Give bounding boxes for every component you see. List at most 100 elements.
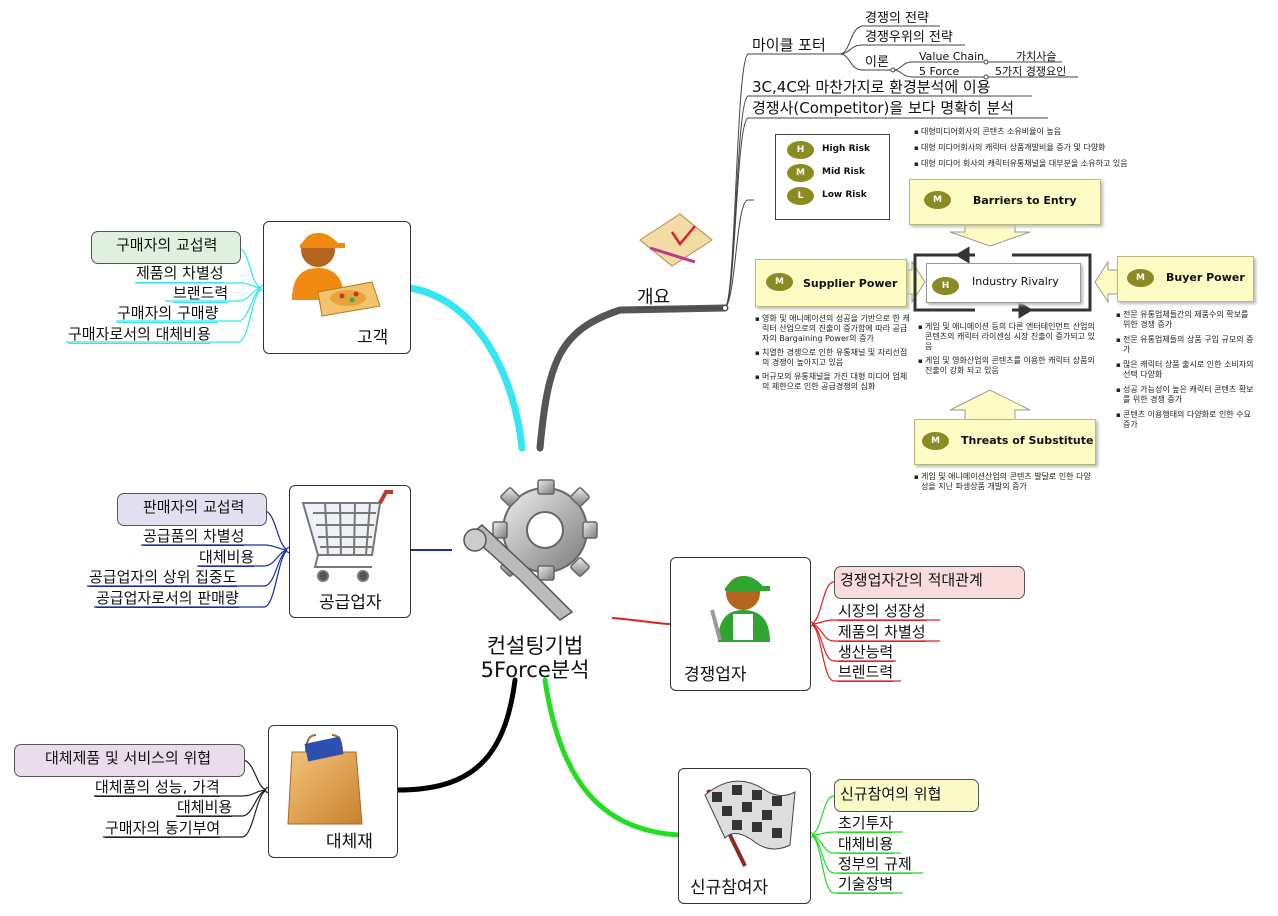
buyer-power-note-1: 전문 유통업체들간의 제품수의 확보를 위한 경쟁 증가: [1116, 310, 1256, 330]
branch-substitute: [395, 677, 518, 793]
overview-porter-item-2[interactable]: 경쟁우위의 전략: [865, 30, 953, 45]
center-title-line1: 컨설팅기법: [486, 634, 584, 658]
overview-theory-item-2-desc[interactable]: 5가지 경쟁요인: [995, 65, 1067, 78]
overview-label[interactable]: 개요: [637, 287, 671, 308]
competitor-item-3[interactable]: 생산능력: [838, 643, 894, 662]
overview-porter[interactable]: 마이클 포터: [752, 36, 826, 54]
supplier-power-badge: M: [766, 273, 793, 291]
supplier-item-1[interactable]: 공급품의 차별성: [143, 527, 245, 546]
supplier-power-notes: 영화 및 애니메이션의 성공을 기반으로 한 캐릭터 산업으로의 진출이 증가함…: [755, 314, 910, 392]
legend-text-mid: Mid Risk: [822, 167, 865, 177]
branch-newentrant: [542, 677, 681, 838]
rivalry-note-1: 게임 및 애니메이션 등의 다른 엔터테인먼트 산업의 콘텐츠의 캐릭터 라이센…: [918, 322, 1096, 352]
supplier-power-note-3: 머규모의 유통채널을 가진 대형 미디어 업체의 제한으로 인한 공급경쟁의 심…: [755, 372, 910, 392]
branch-competitor: [611, 617, 671, 625]
overview-theory-item-1-desc[interactable]: 가치사슬: [1016, 50, 1057, 63]
customer-item-2[interactable]: 브랜드력: [173, 284, 229, 303]
newentrant-label: 신규참여자: [690, 878, 769, 898]
buyer-power-note-4: 성공 가능성이 높은 캐릭터 콘텐츠 확보를 위한 경쟁 증가: [1116, 385, 1256, 405]
overview-theory-item-2-name[interactable]: 5 Force: [919, 65, 960, 78]
supplier-main: 판매자의 교섭력: [143, 498, 245, 516]
shopping-bag-picture: [287, 734, 363, 825]
newentrant-main: 신규참여의 위협: [840, 785, 942, 803]
overview-porter-item-1[interactable]: 경쟁의 전략: [865, 11, 929, 26]
supplier-item-2[interactable]: 대체비용: [199, 548, 255, 567]
customer-main: 구매자의 교섭력: [116, 236, 218, 254]
newentrant-item-1[interactable]: 초기투자: [838, 814, 894, 833]
substitute-connectors: [94, 759, 272, 838]
substitute-main-pill[interactable]: [14, 744, 245, 777]
competitor-connectors: [806, 581, 940, 682]
gear-wrench-picture: [463, 479, 598, 621]
center-title-line2: 5Force분석: [480, 658, 590, 682]
newentrant-item-2[interactable]: 대체비용: [838, 835, 894, 854]
rivalry-notes: 게임 및 애니메이션 등의 다른 엔터테인먼트 산업의 콘텐츠의 캐릭터 라이센…: [918, 322, 1096, 376]
overview-connectors: [636, 25, 1078, 311]
competitor-main-pill[interactable]: [834, 566, 1025, 599]
barriers-title: Barriers to Entry: [973, 194, 1077, 207]
supplier-power-note-2: 치열한 경쟁으로 인한 유통채널 및 자리선점의 경쟁이 높아지고 있음: [755, 348, 910, 368]
clipboard-picture: [639, 213, 713, 267]
customer-item-3[interactable]: 구매자의 구매량: [117, 304, 219, 323]
newentrant-main-pill[interactable]: [834, 779, 979, 812]
buyer-power-notes: 전문 유통업체들간의 제품수의 확보를 위한 경쟁 증가 전문 유통업체들의 상…: [1116, 310, 1256, 430]
legend-badge-mid: M: [787, 164, 814, 182]
overview-theory[interactable]: 이론: [865, 55, 889, 70]
overview-line-2[interactable]: 경쟁사(Competitor)을 보다 명확히 분석: [752, 99, 1015, 117]
substitute-label: 대체재: [326, 832, 373, 852]
barriers-badge: M: [924, 191, 951, 209]
supplier-item-3[interactable]: 공급업자의 상위 집중도: [89, 568, 237, 587]
customer-item-1[interactable]: 제품의 차별성: [136, 264, 224, 283]
barriers-note-3: 대형 미디어 회사의 캐릭터유통채널을 대부분을 소유하고 있음: [914, 159, 1214, 169]
substitute-item-1[interactable]: 대체품의 성능, 가격: [95, 778, 220, 797]
rivalry-frame: [913, 246, 1092, 319]
supplier-power-title: Supplier Power: [803, 277, 898, 290]
competitor-item-1[interactable]: 시장의 성장성: [838, 602, 926, 621]
rivalry-note-2: 게임 및 영화산업의 콘텐츠를 이용한 캐릭터 상품의 진출이 강화 되고 있음: [918, 356, 1096, 376]
customer-item-4[interactable]: 구매자로서의 대체비용: [68, 325, 211, 344]
buyer-power-note-3: 많은 캐릭터 상품 출시로 인한 소비자의 선택 다양화: [1116, 360, 1256, 380]
overview-line-1[interactable]: 3C,4C와 마찬가지로 환경분석에 이용: [752, 78, 991, 96]
customer-label: 고객: [357, 328, 389, 348]
competitor-label: 경쟁업자: [684, 665, 747, 685]
newentrant-item-4[interactable]: 기술장벽: [838, 875, 894, 894]
substitute-threat-note-1: 게임 및 애니메이션산업의 콘텐츠 발달로 인한 다양성을 지닌 파생상품 개발…: [914, 472, 1094, 492]
competitor-item-4[interactable]: 브렌드력: [838, 663, 894, 682]
branch-overview: [536, 304, 729, 452]
legend-text-low: Low Risk: [822, 190, 867, 200]
buyer-power-note-5: 콘텐츠 이용행태의 다양화로 인한 수요증가: [1116, 410, 1256, 430]
rivalry-title: Industry Rivalry: [972, 275, 1059, 288]
shopping-cart-picture: [301, 490, 393, 582]
legend-text-high: High Risk: [822, 144, 870, 154]
substitute-threat-title: Threats of Substitute: [961, 434, 1094, 447]
center-topic[interactable]: 컨설팅기법 5Force분석: [440, 634, 630, 682]
buyer-power-note-2: 전문 유통업체들의 상품 구입 규모의 증가: [1116, 335, 1256, 355]
substitute-item-3[interactable]: 구매자의 동기부여: [105, 819, 221, 838]
customer-main-pill[interactable]: [91, 231, 241, 264]
legend-badge-low: L: [787, 187, 814, 205]
substitute-threat-notes: 게임 및 애니메이션산업의 콘텐츠 발달로 인한 다양성을 지닌 파생상품 개발…: [914, 472, 1094, 492]
barriers-notes: 대형미디어회사의 콘텐츠 소유비율이 높음 대형 미디어회사의 캐릭터 상품개발…: [914, 127, 1214, 169]
rivalry-badge: H: [932, 277, 959, 295]
branch-customer: [406, 284, 526, 452]
barriers-note-2: 대형 미디어회사의 캐릭터 상품개발비율 증가 및 다양화: [914, 143, 1214, 153]
supplier-item-4[interactable]: 공급업자로서의 판매량: [96, 589, 239, 608]
supplier-main-pill[interactable]: [117, 493, 267, 526]
buyer-power-title: Buyer Power: [1166, 271, 1245, 284]
rivalry-tile[interactable]: [926, 263, 1081, 303]
legend-badge-high: H: [787, 141, 814, 159]
competitor-item-2[interactable]: 제품의 차별성: [838, 623, 926, 642]
substitute-item-2[interactable]: 대체비용: [177, 798, 233, 817]
supplier-power-note-1: 영화 및 애니메이션의 성공을 기반으로 한 캐릭터 산업으로의 진출이 증가함…: [755, 314, 910, 344]
substitute-main: 대체제품 및 서비스의 위협: [45, 749, 212, 767]
overview-theory-item-1-name[interactable]: Value Chain: [919, 50, 985, 63]
customer-person-picture: [292, 232, 381, 317]
supplier-label: 공급업자: [319, 593, 382, 613]
newentrant-item-3[interactable]: 정부의 규제: [838, 855, 912, 874]
substitute-threat-badge: M: [922, 432, 949, 450]
barriers-note-1: 대형미디어회사의 콘텐츠 소유비율이 높음: [914, 127, 1214, 137]
mechanic-person-picture: [710, 575, 770, 642]
buyer-power-badge: M: [1127, 269, 1154, 287]
